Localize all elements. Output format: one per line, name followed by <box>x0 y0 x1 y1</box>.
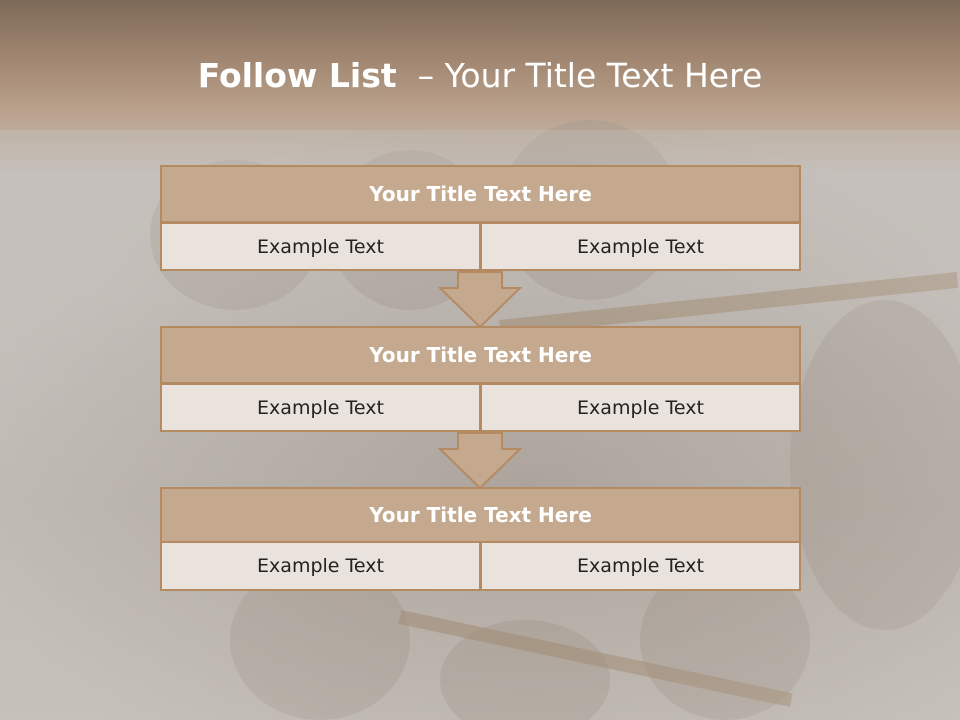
step-1: Your Title Text Here Example Text Exampl… <box>160 165 801 272</box>
step-cell-right: Example Text <box>480 541 801 591</box>
step-cell-right: Example Text <box>480 222 801 271</box>
down-arrow-icon <box>438 432 522 490</box>
slide-title: Follow List – Your Title Text Here <box>0 56 960 95</box>
step-2: Your Title Text Here Example Text Exampl… <box>160 326 801 433</box>
down-arrow-icon <box>438 271 522 329</box>
step-cell-left: Example Text <box>160 222 481 271</box>
slide-title-bold: Follow List <box>197 56 397 95</box>
slide-header: Follow List – Your Title Text Here <box>0 0 960 135</box>
step-3: Your Title Text Here Example Text Exampl… <box>160 487 801 592</box>
step-cell-left: Example Text <box>160 383 481 432</box>
step-title: Your Title Text Here <box>160 165 801 223</box>
step-cell-right: Example Text <box>480 383 801 432</box>
slide-title-rest: – Your Title Text Here <box>396 56 763 95</box>
step-cell-left: Example Text <box>160 541 481 591</box>
step-title: Your Title Text Here <box>160 487 801 543</box>
step-title: Your Title Text Here <box>160 326 801 384</box>
